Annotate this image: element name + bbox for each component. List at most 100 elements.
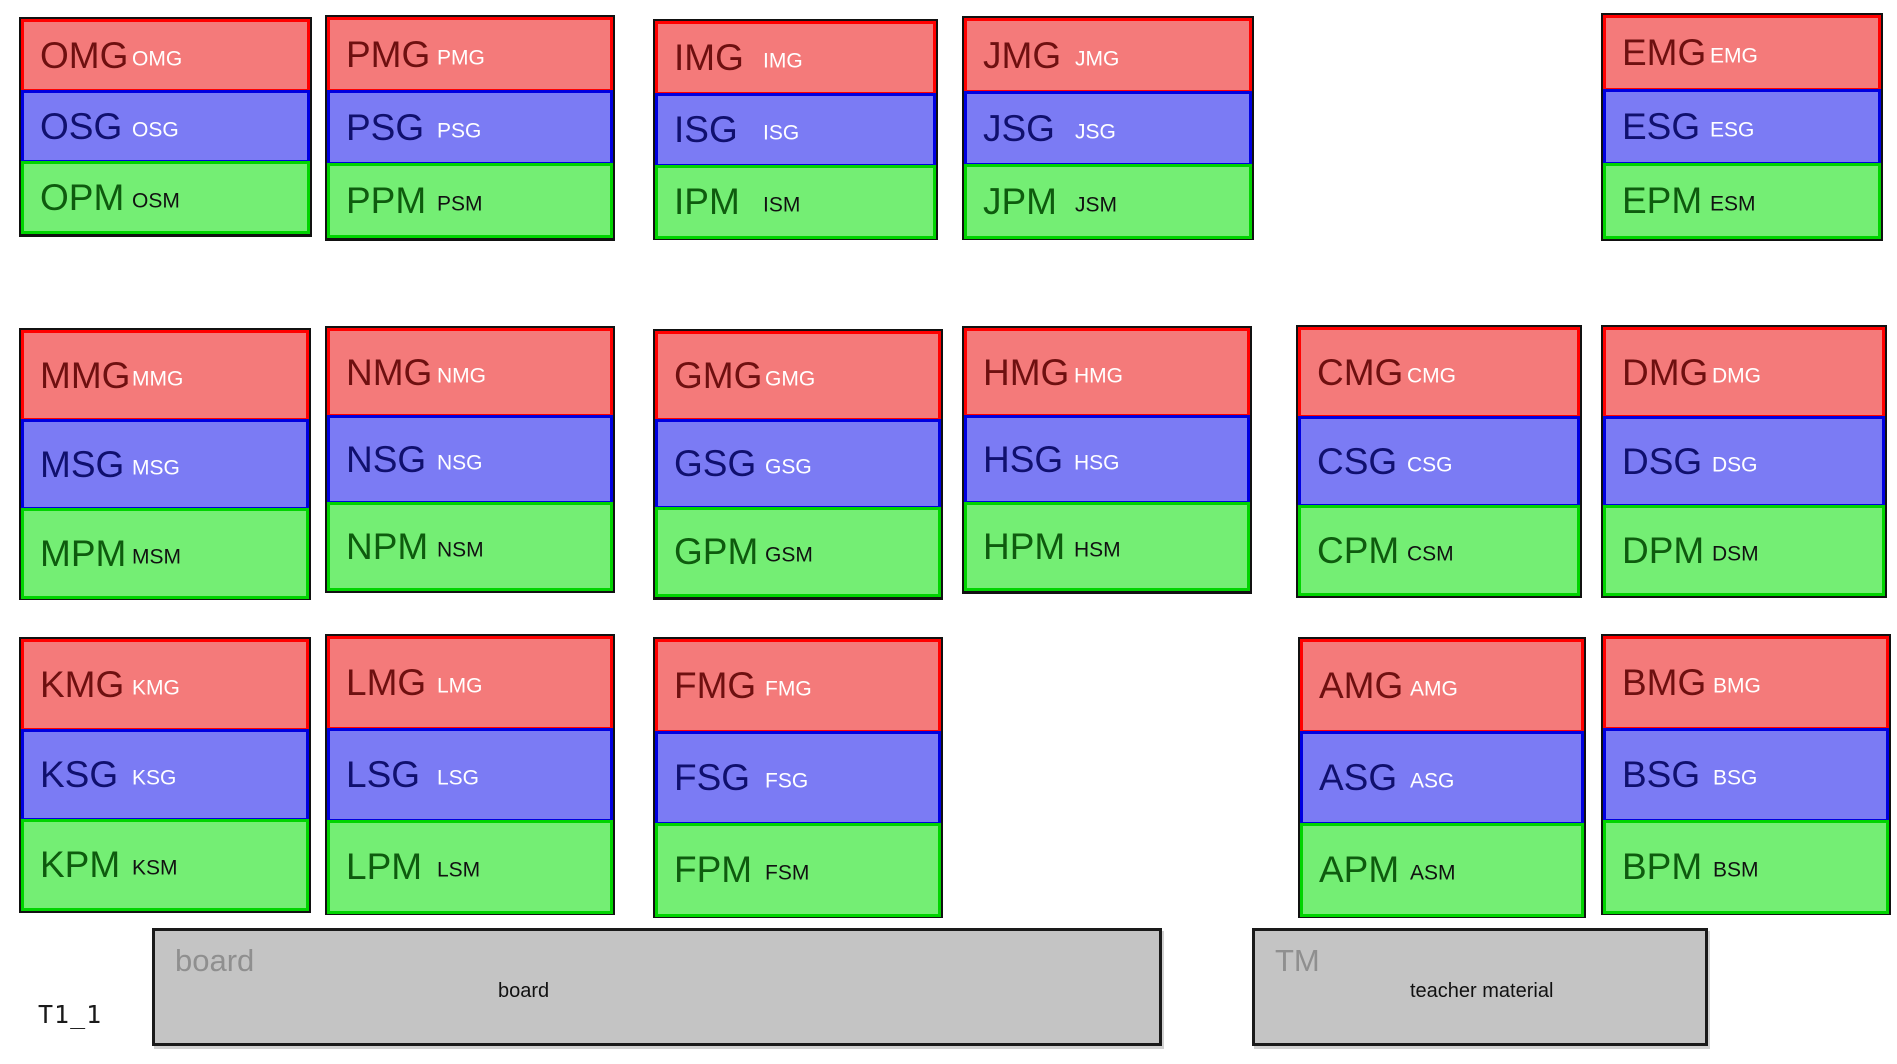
strip-secondary-label: GSG (765, 455, 812, 479)
strip-secondary-label: BSG (1713, 766, 1758, 790)
strip-secondary-label: JMG (1075, 47, 1120, 71)
strip-primary-label: PMG (346, 33, 431, 75)
strip-secondary-label: ASM (1410, 861, 1456, 885)
strip-primary-label: FMG (674, 664, 757, 706)
strip-primary-label: BSG (1622, 753, 1701, 795)
group-strip-hsg[interactable]: HSG HSG (964, 415, 1250, 504)
group-strip-jmg[interactable]: JMG JMG (964, 18, 1252, 93)
strip-secondary-label: LMG (437, 674, 483, 698)
strip-secondary-label: ASG (1410, 769, 1455, 793)
strip-primary-label: OSG (40, 105, 123, 147)
strip-primary-label: PPM (346, 179, 427, 221)
strip-primary-label: EPM (1622, 179, 1703, 221)
strip-primary-label: MMG (40, 354, 131, 396)
strip-primary-label: JSG (983, 107, 1055, 149)
furniture-secondary-label: board (498, 980, 550, 1002)
strip-secondary-label: DSG (1712, 453, 1758, 477)
group-strip-fmg[interactable]: FMG FMG (655, 639, 941, 733)
group-strip-bsg[interactable]: BSG BSG (1603, 728, 1889, 822)
strip-primary-label: MSG (40, 443, 125, 485)
strip-primary-label: APM (1319, 848, 1400, 890)
strip-primary-label: HSG (983, 438, 1064, 480)
strip-secondary-label: KSG (132, 766, 177, 790)
strip-secondary-label: NMG (437, 364, 486, 388)
strip-primary-label: JMG (983, 34, 1062, 76)
strip-secondary-label: BSM (1713, 858, 1759, 882)
strip-primary-label: KMG (40, 663, 125, 705)
furniture-primary-label: TM (1275, 943, 1320, 978)
strip-secondary-label: NSM (437, 538, 484, 562)
strip-secondary-label: FMG (765, 677, 812, 701)
strip-primary-label: MPM (40, 532, 127, 574)
strip-secondary-label: OMG (132, 47, 183, 71)
strip-secondary-label: HSG (1074, 451, 1120, 475)
strip-secondary-label: LSG (437, 766, 480, 790)
strip-secondary-label: BMG (1713, 674, 1761, 698)
strip-primary-label: ESG (1622, 105, 1701, 147)
strip-secondary-label: ISM (763, 193, 801, 217)
group-strip-apm[interactable]: APM ASM (1300, 823, 1584, 917)
